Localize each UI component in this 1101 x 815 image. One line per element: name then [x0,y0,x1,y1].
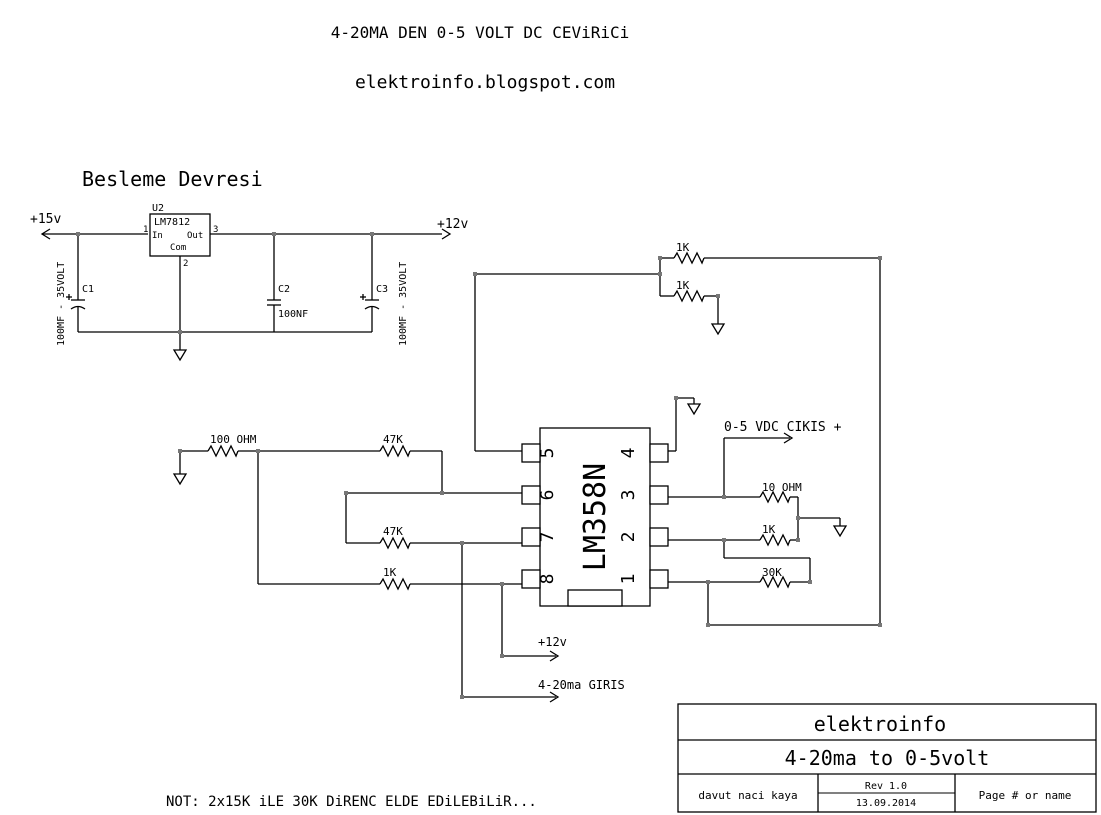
pin-5-label: 5 [537,448,558,459]
input-15v-port [40,228,148,240]
regulator-ref: U2 [152,203,164,214]
pin-2-label: 2 [618,532,639,543]
input-voltage-label: +15v [30,212,61,227]
input-4-20ma-label: 4-20ma GIRIS [538,678,625,692]
pin4-ground [668,397,702,452]
resistor-1k-right [668,533,811,582]
r10-label: 10 OHM [762,481,802,494]
r1k-top-b-label: 1K [676,279,690,292]
regulator-pin-in: 1 [143,225,148,235]
schematic-title: 4-20MA DEN 0-5 VOLT DC CEViRiCi [331,23,630,42]
supply-ground [78,331,372,362]
regulator-out-label: Out [187,231,203,241]
pin-1-label: 1 [618,574,639,585]
pin-4-label: 4 [618,448,639,459]
r1k-top-a-label: 1K [676,241,690,254]
output-wire [668,432,794,498]
supply-12v-label: +12v [538,635,567,649]
resistor-1k-top-a [659,251,880,296]
pin-8-label: 8 [537,574,558,585]
feedback-return [707,258,881,626]
title-block-title: 4-20ma to 0-5volt [785,746,990,770]
c2-value: 100NF [278,309,308,320]
regulator-lm7812 [149,213,442,332]
resistor-100-ohm [180,444,380,458]
regulator-pin-out: 3 [213,225,218,235]
title-block-page: Page # or name [979,789,1072,802]
title-block [677,703,1097,813]
output-voltage-label: +12v [437,217,468,232]
note-text: NOT: 2x15K iLE 30K DiRENC ELDE EDiLEBiLi… [166,794,537,810]
regulator-com-label: Com [170,243,186,253]
r100-label: 100 OHM [210,433,257,446]
output-12v-port [441,228,452,240]
input-ground [172,451,188,486]
input-4-20ma-wire [461,543,560,703]
regulator-part: LM7812 [154,217,190,228]
title-block-company: elektroinfo [814,712,946,736]
c3-value: 100MF - 35VOLT [398,262,409,346]
r1k-input-label: 1K [383,566,397,579]
resistor-47k-top [379,444,443,493]
capacitor-c2 [267,234,281,332]
c2-ref: C2 [278,284,290,295]
c3-ref: C3 [376,284,388,295]
c1-ref: C1 [82,284,94,295]
pin5-net [474,273,660,452]
title-block-date: 13.09.2014 [856,798,916,809]
title-block-author: davut naci kaya [698,789,797,802]
regulator-pin-com: 2 [183,259,188,269]
resistor-30k [668,575,810,589]
capacitor-c3 [360,234,380,332]
c1-value: 100MF - 35VOLT [56,262,67,346]
pin6-net [345,492,522,544]
r1k-right-label: 1K [762,523,776,536]
opamp-lm358n [521,427,669,607]
output-label: 0-5 VDC CIKIS + [724,420,842,435]
r47k-top-label: 47K [383,433,403,446]
title-block-rev: Rev 1.0 [865,781,907,792]
supply-12v-wire [501,584,560,662]
pin-6-label: 6 [537,490,558,501]
supply-heading: Besleme Devresi [82,167,263,191]
website-label: elektroinfo.blogspot.com [355,72,615,93]
r47k-bottom-label: 47K [383,525,403,538]
junction-dots [76,232,882,699]
r30k-label: 30K [762,566,782,579]
opamp-part-label: LM358N [578,463,613,571]
regulator-in-label: In [152,231,163,241]
resistor-1k-top-b [660,289,726,336]
resistor-47k-bottom [379,536,522,550]
pin-7-label: 7 [537,532,558,543]
capacitor-c1 [66,234,86,332]
pin-3-label: 3 [618,490,639,501]
resistor-10-ohm [759,490,848,540]
